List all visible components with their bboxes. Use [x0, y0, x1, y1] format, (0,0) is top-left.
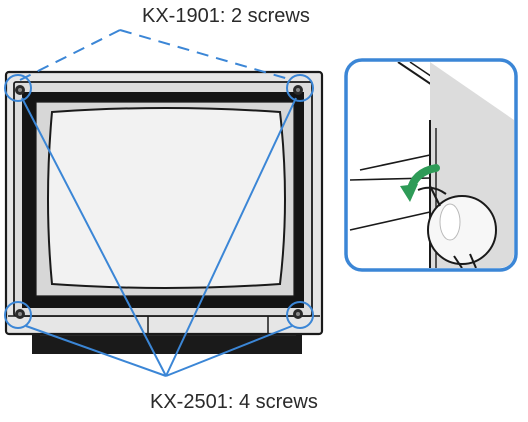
screw-icon	[15, 309, 25, 319]
crt-screen	[47, 107, 286, 289]
screw-icon	[293, 85, 303, 95]
bottom-callout-line-4	[165, 325, 293, 377]
screw-icon	[293, 309, 303, 319]
screw-highlight-top-left	[4, 74, 32, 102]
callout-lines	[4, 29, 314, 377]
bottom-callout-label: KX-2501: 4 screws	[150, 391, 318, 413]
bottom-callout-line-2	[165, 97, 297, 377]
screw-highlight-bottom-left	[4, 301, 32, 329]
counterclockwise-arrow-icon	[400, 164, 440, 202]
inset-detail	[344, 58, 518, 272]
screwdriver-icon	[417, 185, 497, 268]
screw-highlight-top-right	[286, 74, 314, 102]
bottom-callout-line-3	[25, 325, 167, 377]
top-callout-label: KX-1901: 2 screws	[142, 5, 310, 27]
bottom-callout-line-1	[21, 97, 167, 377]
screw-highlight-bottom-right	[286, 301, 314, 329]
top-callout-dashed-right	[119, 29, 293, 81]
monitor-illustration	[4, 70, 324, 354]
screw-icon	[15, 85, 25, 95]
